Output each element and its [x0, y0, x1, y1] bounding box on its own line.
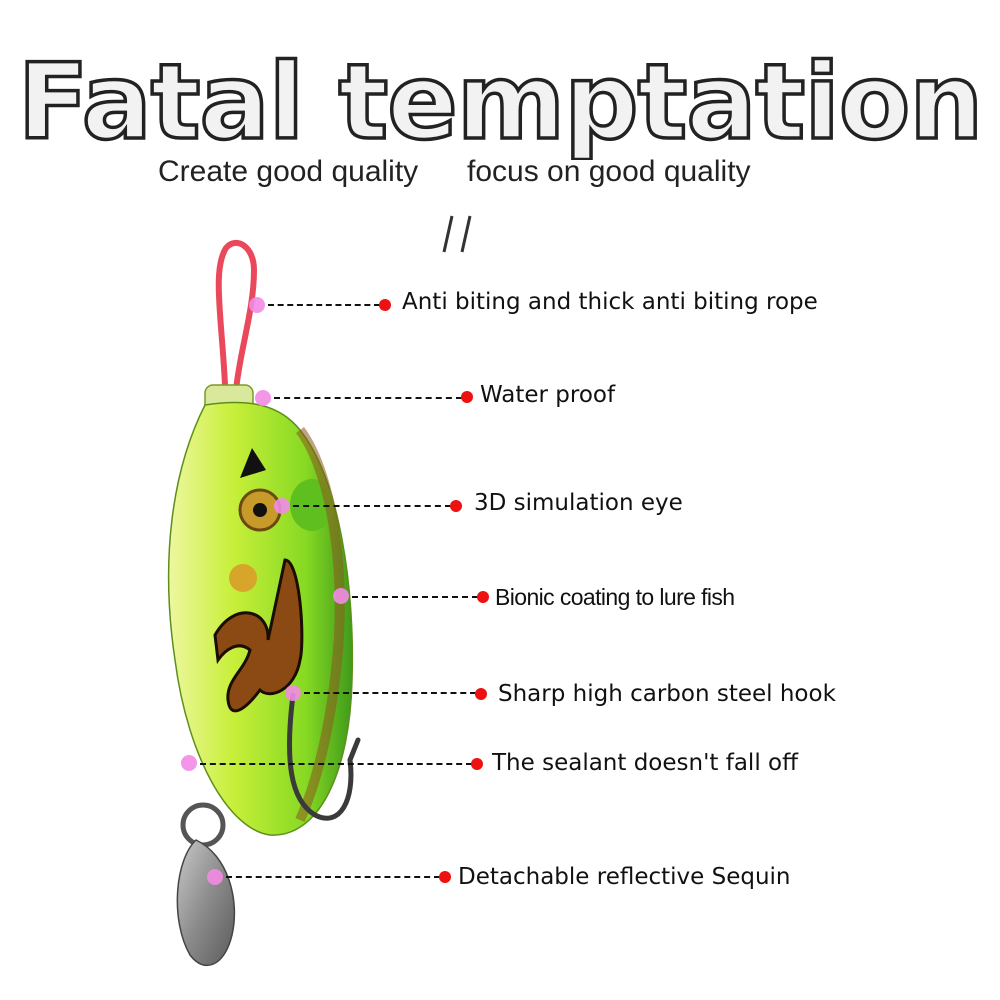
callout-label: Anti biting and thick anti biting rope	[402, 289, 818, 315]
callout-leader-line	[268, 304, 380, 306]
callout-endpoint	[477, 591, 489, 603]
callout-marker	[255, 390, 271, 406]
subtitle-left: Create good quality	[158, 155, 419, 188]
callout-endpoint	[439, 871, 451, 883]
lure-body	[167, 401, 354, 836]
callout-marker	[274, 498, 290, 514]
callout-label: Sharp high carbon steel hook	[498, 681, 836, 707]
callout-leader-line	[226, 876, 440, 878]
callout-label: Bionic coating to lure fish	[495, 584, 735, 610]
subtitle-right: focus on good quality	[467, 155, 751, 188]
callout-marker	[285, 685, 301, 701]
page-title: Fatal temptation	[16, 40, 985, 160]
callout-leader-line	[293, 505, 451, 507]
callout-leader-line	[352, 596, 478, 598]
callout-marker	[333, 588, 349, 604]
callout-marker	[207, 869, 223, 885]
page-title-text: Fatal temptation	[18, 41, 983, 160]
callout-label: Detachable reflective Sequin	[458, 864, 791, 890]
steel-hook	[287, 692, 361, 821]
callout-endpoint	[450, 500, 462, 512]
callout-label: Water proof	[480, 382, 616, 408]
callout-endpoint	[379, 299, 391, 311]
double-slash-icon	[442, 215, 472, 253]
reflective-sequin	[176, 839, 236, 967]
callout-marker	[181, 755, 197, 771]
callout-leader-line	[200, 763, 472, 765]
callout-label: The sealant doesn't fall off	[492, 750, 798, 776]
callout-endpoint	[475, 688, 487, 700]
callout-endpoint	[461, 391, 473, 403]
split-ring	[180, 802, 226, 848]
callout-marker	[249, 297, 265, 313]
callout-label: 3D simulation eye	[474, 490, 683, 516]
callout-leader-line	[274, 397, 462, 399]
callout-endpoint	[471, 758, 483, 770]
rope-loop	[215, 240, 258, 393]
callout-leader-line	[304, 692, 476, 694]
